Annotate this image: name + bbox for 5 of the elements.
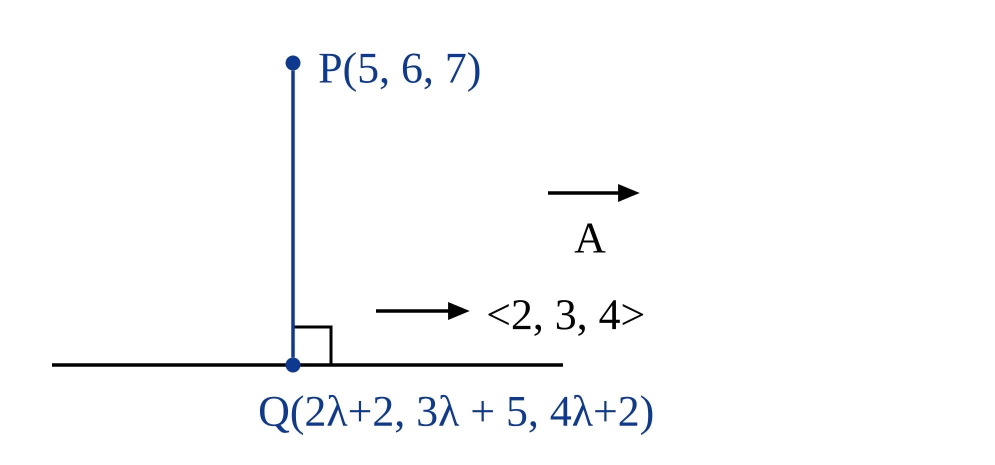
vector-label: A bbox=[574, 224, 606, 252]
vector-label: <2, 3, 4> bbox=[488, 300, 644, 336]
point-label: Q(2λ+2, 3λ + 5, 4λ+2) bbox=[260, 394, 652, 436]
point-label: P(5, 6, 7) bbox=[319, 52, 480, 92]
perpendicular-line bbox=[291, 70, 295, 358]
